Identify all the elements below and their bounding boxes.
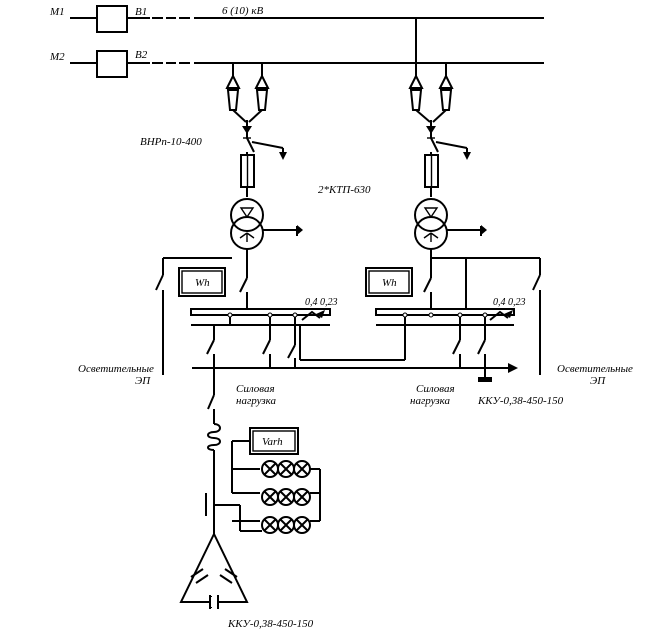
right-feeder bbox=[365, 18, 541, 382]
label-lighting-right-2: ЭП bbox=[590, 375, 606, 387]
label-transformers: 2*КТП-630 bbox=[318, 184, 371, 196]
label-kku-right: ККУ-0,38-450-150 bbox=[477, 395, 564, 407]
label-b1: В1 bbox=[135, 6, 147, 18]
label-lighting-left-1: Осветительные bbox=[78, 363, 154, 375]
label-lighting-left-2: ЭП bbox=[135, 375, 151, 387]
label-m1: М1 bbox=[49, 6, 65, 18]
label-meter-wh-left: Wh bbox=[195, 277, 210, 289]
label-power-right-2: нагрузка bbox=[410, 395, 451, 407]
label-kku-bottom: ККУ-0,38-450-150 bbox=[227, 618, 314, 630]
signal-lamps bbox=[232, 460, 321, 534]
label-voltage-left: 0,4 0,23 bbox=[305, 297, 338, 308]
label-switch-type: ВНРп-10-400 bbox=[140, 136, 202, 148]
incoming-line-m1 bbox=[70, 5, 544, 33]
label-power-left-1: Силовая bbox=[236, 383, 275, 395]
label-meter-wh-right: Wh bbox=[382, 277, 397, 289]
meter-wh-right bbox=[365, 267, 413, 297]
breaker-b2 bbox=[96, 50, 128, 78]
breaker-b1 bbox=[96, 5, 128, 33]
label-lighting-right-1: Осветительные bbox=[557, 363, 633, 375]
label-b2: В2 bbox=[135, 49, 148, 61]
capacitor-bank bbox=[179, 368, 321, 609]
label-voltage-right: 0,4 0,23 bbox=[493, 297, 526, 308]
label-meter-varh: Varh bbox=[262, 436, 283, 448]
meter-wh-left bbox=[178, 267, 226, 297]
label-bus-voltage: 6 (10) кВ bbox=[222, 5, 263, 17]
left-feeder bbox=[155, 63, 331, 375]
label-power-left-2: нагрузка bbox=[236, 395, 277, 407]
label-m2: М2 bbox=[49, 51, 65, 63]
label-power-right-1: Силовая bbox=[416, 383, 455, 395]
incoming-line-m2 bbox=[70, 50, 544, 78]
